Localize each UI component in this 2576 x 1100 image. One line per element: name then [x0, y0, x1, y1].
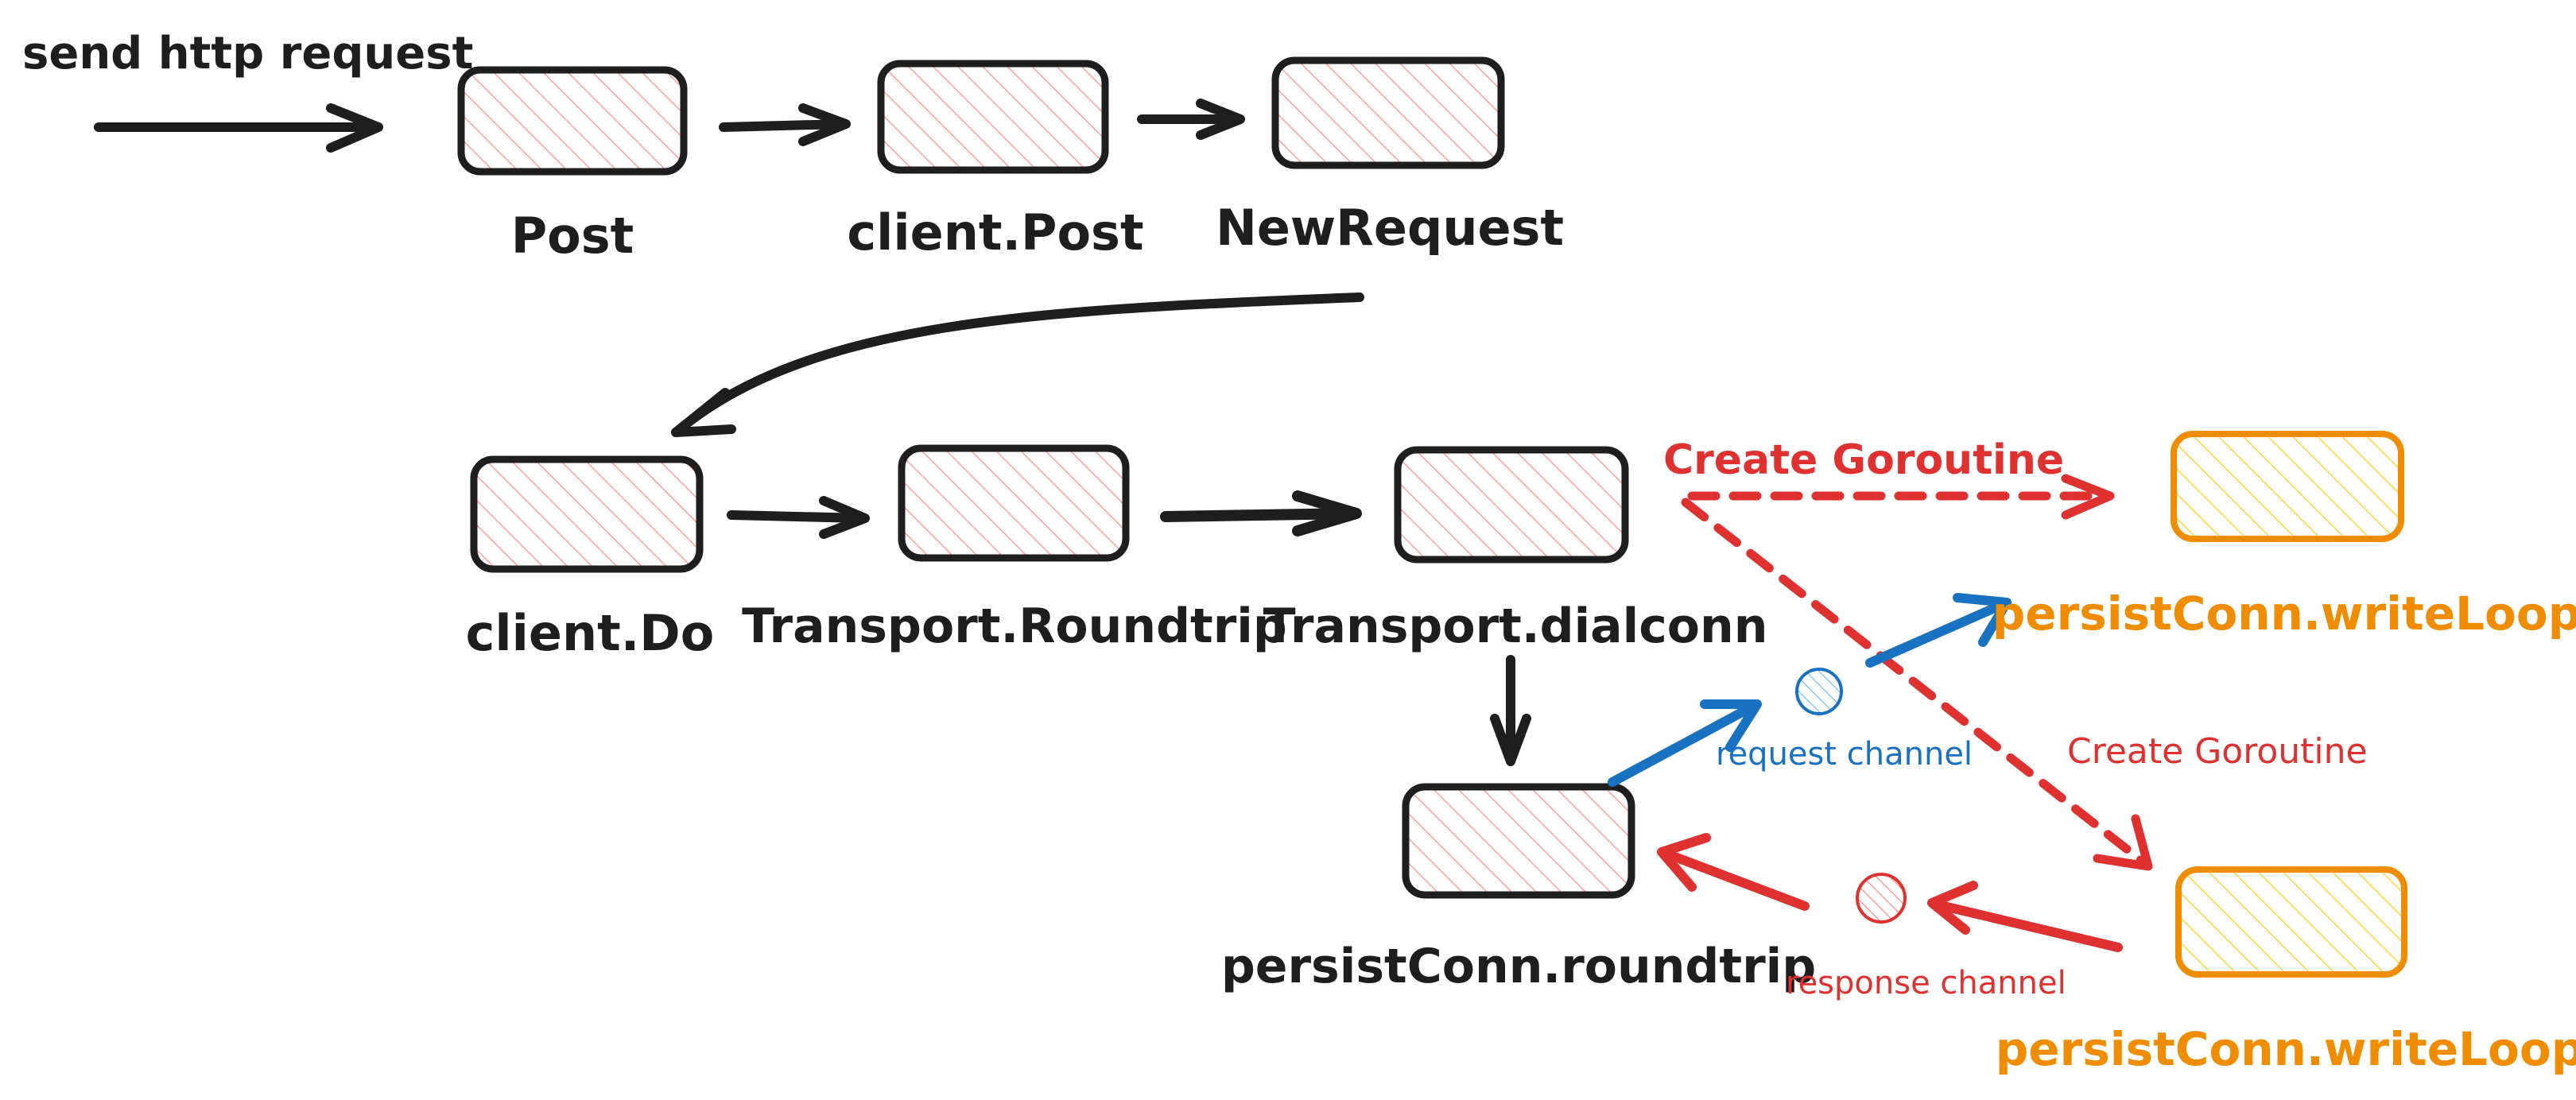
client-post-label: client.Post: [847, 203, 1143, 261]
node-transport-dialconn: [1394, 446, 1629, 564]
arrow-create-goroutine-bottom: [1681, 498, 2153, 871]
response-channel-dot: [1856, 873, 1907, 924]
arrow-start-to-post: [94, 103, 383, 153]
node-write-loop-bottom: [2175, 866, 2407, 978]
arrow-post-to-client-post: [719, 103, 851, 146]
arrow-transport-roundtrip-to-dialconn: [1160, 490, 1362, 536]
arrow-dialconn-to-persist-roundtrip: [1490, 655, 1531, 766]
response-channel-label: response channel: [1786, 965, 2066, 1001]
arrow-request-channel-in: [1608, 699, 1762, 787]
write-loop-top-label: persistConn.writeLoop: [1992, 587, 2576, 641]
arrow-response-channel-in: [1927, 881, 2123, 952]
node-new-request: [1271, 56, 1505, 169]
persist-roundtrip-label: persistConn.roundtrip: [1221, 939, 1816, 994]
write-loop-bottom-label: persistConn.writeLoop: [1996, 1022, 2576, 1076]
new-request-label: NewRequest: [1216, 199, 1564, 257]
node-persist-roundtrip: [1402, 783, 1635, 899]
transport-roundtrip-label: Transport.Roundtrip: [742, 598, 1287, 654]
arrow-request-channel-out: [1865, 593, 2012, 668]
node-client-do: [470, 455, 704, 573]
request-channel-dot: [1795, 668, 1843, 715]
transport-dialconn-label: Transport.dialconn: [1263, 598, 1768, 654]
create-goroutine-label-2: Create Goroutine: [2067, 731, 2368, 772]
client-do-label: client.Do: [466, 604, 715, 662]
node-post: [457, 66, 688, 176]
node-client-post: [877, 60, 1109, 174]
request-channel-label: request channel: [1716, 736, 1973, 773]
create-goroutine-label-1: Create Goroutine: [1663, 436, 2064, 484]
arrow-client-do-to-transport-roundtrip: [727, 496, 870, 539]
arrow-response-channel-out: [1657, 833, 1810, 911]
node-transport-roundtrip: [898, 444, 1130, 562]
node-write-loop-top: [2171, 431, 2404, 542]
arrow-new-request-to-client-do: [671, 292, 1364, 437]
arrow-create-goroutine-top: [1687, 474, 2115, 520]
arrow-client-post-to-new-request: [1137, 99, 1245, 140]
start-label: send http request: [22, 28, 473, 79]
post-label: Post: [511, 207, 634, 265]
